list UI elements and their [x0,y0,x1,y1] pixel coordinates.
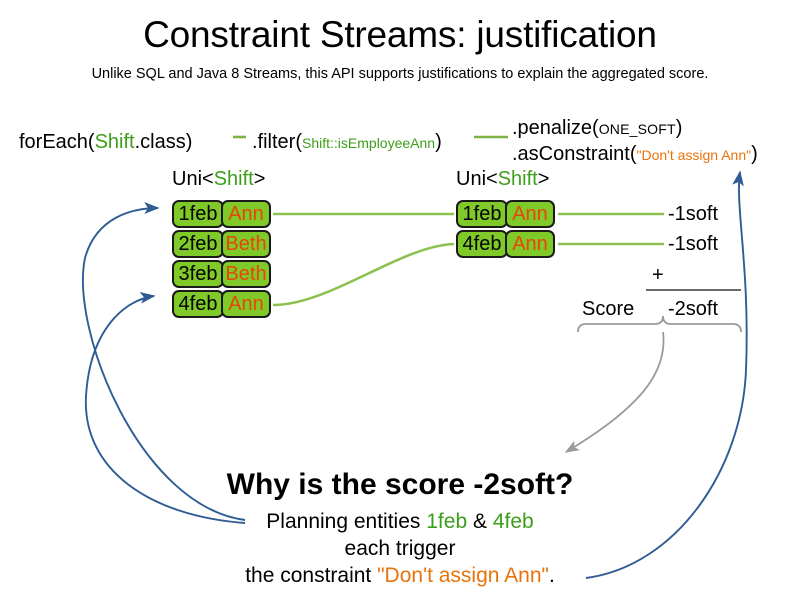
uni-label-right: Uni<Shift> [456,168,549,191]
explanation-line-1: Planning entities 1feb & 4feb [0,510,800,534]
uni-left-suffix: > [253,168,266,190]
for-each-call: forEach( [19,131,95,153]
filter-call: .filter( [252,131,302,153]
for-each-type: Shift [94,131,135,153]
shift-card[interactable]: 2feb Beth [172,230,271,258]
uni-right-suffix: > [537,168,550,190]
uni-label-left: Uni<Shift> [172,168,265,191]
penalize-constant: ONE_SOFT [598,121,676,137]
score-total: -2soft [668,298,719,320]
score-impact-2: -1soft [668,233,719,255]
explanation-line-1-prefix: Planning entities [266,510,427,533]
explanation-constraint-name: "Don't assign Ann" [377,564,549,587]
filter-method-ref: Shift::isEmployeeAnn [302,135,436,151]
code-as-constraint: .asConstraint("Don't assign Ann") [512,143,758,166]
shift-employee: Beth [221,230,271,258]
shift-employee: Ann [221,200,271,228]
score-label: Score [582,298,635,320]
explanation-entity-b: 4feb [492,510,534,533]
explanation-question: Why is the score -2soft? [226,468,574,501]
page-subtitle: Unlike SQL and Java 8 Streams, this API … [91,66,709,82]
shift-card[interactable]: 3feb Beth [172,260,271,288]
score-explain-arrow [564,331,665,453]
shift-employee: Beth [221,260,271,288]
shift-list-left: 1feb Ann 2feb Beth 3feb Beth 4feb Ann [172,200,271,320]
shift-date: 1feb [456,200,508,228]
filter-tail: ) [435,131,442,153]
wire-4feb [272,242,455,307]
shift-date: 3feb [172,260,224,288]
shift-card[interactable]: 1feb Ann [456,200,555,228]
penalize-call: .penalize( [512,117,599,139]
shift-date: 4feb [456,230,508,258]
for-each-tail: .class) [134,131,193,153]
code-penalize: .penalize(ONE_SOFT) [512,117,682,140]
uni-left-type: Shift [213,168,254,190]
score-sum-rule [646,289,741,291]
shift-list-right: 1feb Ann 4feb Ann [456,200,555,260]
as-constraint-call: .asConstraint( [512,143,637,165]
code-filter: .filter(Shift::isEmployeeAnn) [252,131,442,154]
code-for-each: forEach(Shift.class) [19,131,192,154]
shift-employee: Ann [505,230,555,258]
shift-employee: Ann [221,290,271,318]
shift-employee: Ann [505,200,555,228]
shift-card[interactable]: 4feb Ann [456,230,555,258]
explanation-line-3-suffix: . [548,564,555,587]
score-sum-operator: + [652,264,664,286]
explanation-entity-a: 1feb [426,510,468,533]
shift-card[interactable]: 4feb Ann [172,290,271,318]
explanation-line-2: each trigger [344,537,456,560]
uni-left-prefix: Uni< [172,168,214,190]
uni-right-prefix: Uni< [456,168,498,190]
as-constraint-string: "Don't assign Ann" [636,147,752,163]
explanation-joiner: & [467,510,493,533]
explanation-line-3: the constraint "Don't assign Ann". [0,564,800,588]
as-constraint-tail: ) [751,143,758,165]
score-impact-1: -1soft [668,203,719,225]
shift-date: 4feb [172,290,224,318]
uni-right-type: Shift [497,168,538,190]
shift-date: 1feb [172,200,224,228]
page-title: Constraint Streams: justification [143,14,657,55]
shift-date: 2feb [172,230,224,258]
shift-card[interactable]: 1feb Ann [172,200,271,228]
explanation-line-3-prefix: the constraint [245,564,378,587]
penalize-tail: ) [675,117,683,139]
